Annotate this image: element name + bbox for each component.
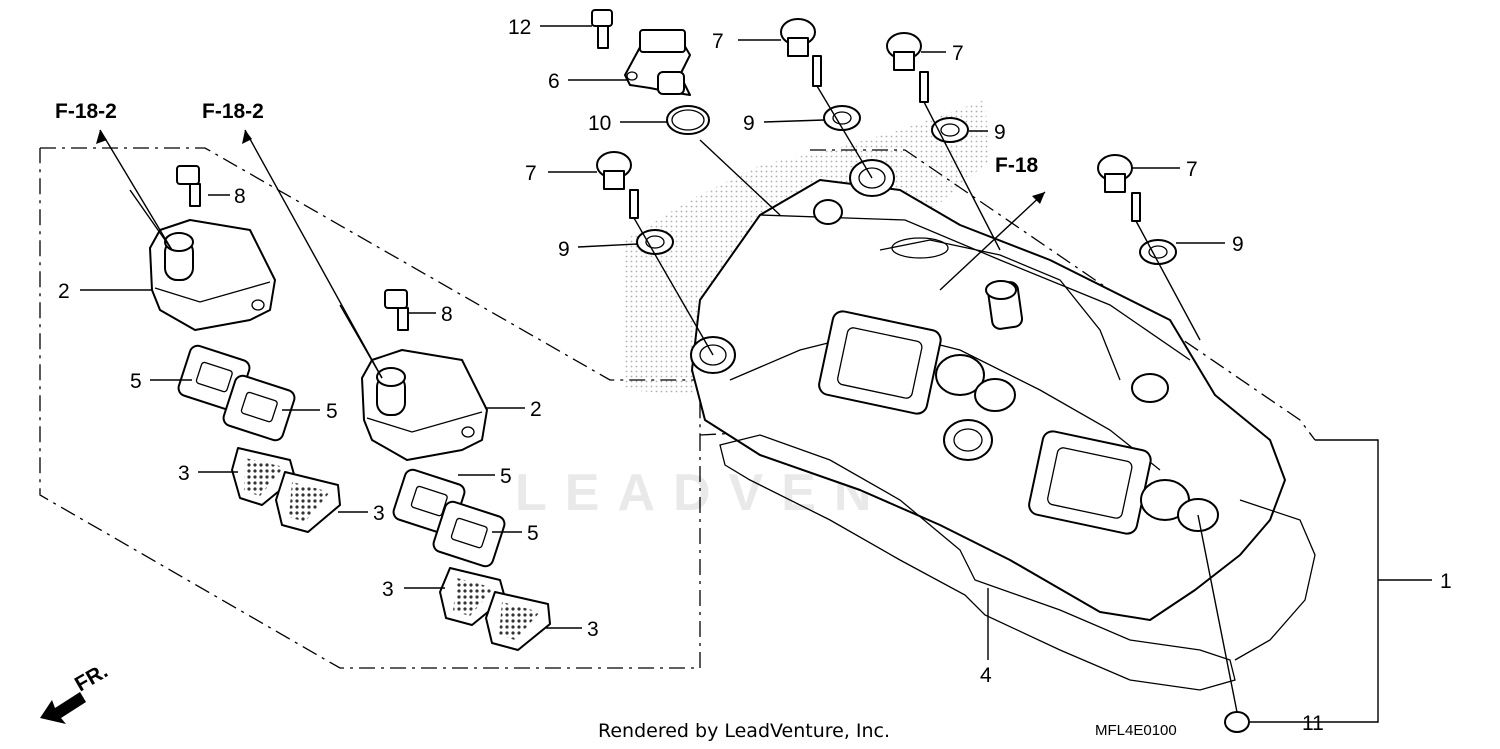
bolt-7-b <box>886 32 929 103</box>
callout-5-b: 5 <box>326 400 338 423</box>
callout-5-c: 5 <box>500 465 512 488</box>
ref-f-18-2-left: F-18-2 <box>55 100 117 123</box>
callout-7-b: 7 <box>952 42 964 65</box>
callout-10: 10 <box>588 112 611 135</box>
ref-f-18-2-middle: F-18-2 <box>202 100 264 123</box>
head-cover-gasket <box>719 434 1236 691</box>
callout-3-d: 3 <box>587 618 599 641</box>
front-arrow: FR. <box>40 659 112 724</box>
callout-1: 1 <box>1440 570 1452 593</box>
washer-9-a <box>823 105 861 131</box>
callout-7-a: 7 <box>712 30 724 53</box>
reed-valve-cover-right <box>361 349 488 461</box>
assembly-boundary-left <box>39 147 701 669</box>
leader-lines <box>80 25 1432 723</box>
front-arrow-label: FR. <box>71 659 112 696</box>
reed-valve-cover-left <box>149 219 276 331</box>
ref-arrow-left <box>96 129 173 251</box>
callout-3-a: 3 <box>178 462 190 485</box>
screen-3b <box>275 471 341 533</box>
callout-5-a: 5 <box>130 370 142 393</box>
assembly-boundary-right <box>699 149 1316 441</box>
callout-9-b: 9 <box>994 121 1006 144</box>
callout-8-left: 8 <box>234 185 246 208</box>
cap-nut-11 <box>1224 711 1250 733</box>
cylinder-head-cover <box>690 159 1286 621</box>
bolt-7-a <box>780 18 822 87</box>
reed-valve-5b <box>222 374 296 442</box>
callout-9-d: 9 <box>1232 233 1244 256</box>
rendered-by-credit: Rendered by LeadVenture, Inc. <box>598 720 890 742</box>
callout-11: 11 <box>1302 712 1324 735</box>
callout-9-c: 9 <box>558 238 570 261</box>
gasket-end <box>1234 499 1316 661</box>
diagram-code: MFL4E0100 <box>1095 722 1177 739</box>
ref-arrow-middle <box>242 129 383 379</box>
ref-arrow-right <box>939 191 1046 291</box>
callout-2-left: 2 <box>58 280 70 303</box>
callout-12: 12 <box>508 16 531 39</box>
callout-7-c: 7 <box>525 162 537 185</box>
washer-9-d <box>1139 239 1177 265</box>
bolt-7-c <box>596 151 639 219</box>
callout-3-c: 3 <box>382 578 394 601</box>
callout-9-a: 9 <box>743 112 755 135</box>
bolt-7-d <box>1097 154 1141 222</box>
washer-9-b <box>931 117 969 143</box>
bolt-8-left <box>176 165 201 207</box>
callout-3-b: 3 <box>373 502 385 525</box>
bolt-8-right <box>384 289 409 331</box>
reed-valve-5d <box>432 500 506 568</box>
cam-sensor <box>624 29 691 96</box>
callout-7-d: 7 <box>1186 158 1198 181</box>
callout-2-right: 2 <box>530 398 542 421</box>
screen-3d <box>485 591 551 651</box>
ref-f-18-right: F-18 <box>995 154 1039 177</box>
callout-8-right: 8 <box>441 303 453 326</box>
callout-4: 4 <box>980 664 992 687</box>
bolt-12 <box>591 9 613 49</box>
callout-6: 6 <box>548 70 560 93</box>
callout-5-d: 5 <box>527 522 539 545</box>
